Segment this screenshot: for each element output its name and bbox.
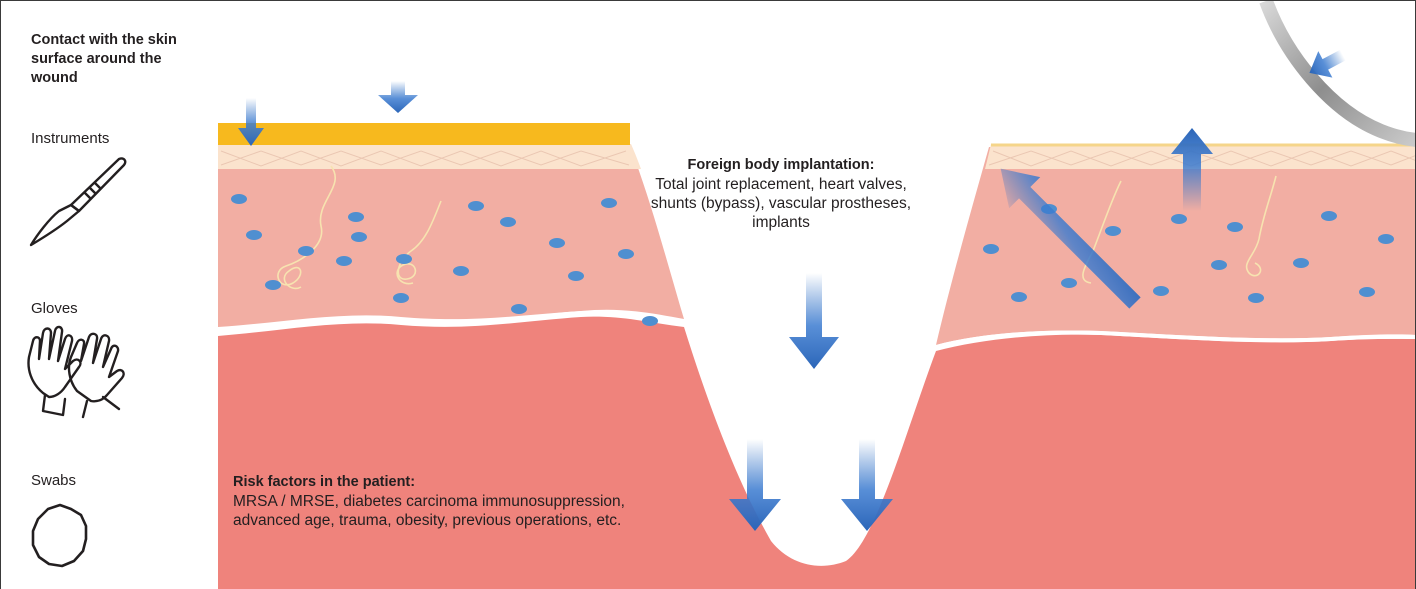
cell (1211, 260, 1227, 270)
sidebar-title: Contact with the skin surface around the… (31, 31, 201, 88)
foreign-body-callout: Foreign body implantation: Total joint r… (641, 155, 921, 232)
swabs-label: Swabs (31, 471, 76, 490)
cell (393, 293, 409, 303)
risk-factors-line: advanced age, trauma, obesity, previous … (233, 512, 621, 529)
risk-factors-title: Risk factors in the patient: (233, 474, 415, 490)
swab-icon (29, 501, 91, 571)
cell (1321, 211, 1337, 221)
risk-factors-line: MRSA / MRSE, diabetes carcinoma immunosu… (233, 493, 625, 510)
cell (549, 238, 565, 248)
cell (568, 271, 584, 281)
cell (396, 254, 412, 264)
foreign-body-title: Foreign body implantation: (688, 157, 875, 173)
cell (351, 232, 367, 242)
gloves-icon (21, 321, 131, 421)
cell (336, 256, 352, 266)
cell (500, 217, 516, 227)
instruments-label: Instruments (31, 129, 109, 148)
cell (1293, 258, 1309, 268)
cell (231, 194, 247, 204)
gloves-label: Gloves (31, 299, 78, 318)
down-arrow (378, 81, 418, 113)
foreign-body-line: implants (752, 214, 810, 231)
cell (642, 316, 658, 326)
epidermis-left (218, 144, 641, 169)
instrument-ring (1266, 1, 1416, 140)
cell (601, 198, 617, 208)
cell (265, 280, 281, 290)
cell (1248, 293, 1264, 303)
down-arrow (789, 273, 839, 369)
cell (511, 304, 527, 314)
scalpel-icon (27, 153, 131, 249)
cell (453, 266, 469, 276)
foreign-body-line: Total joint replacement, heart valves, (655, 176, 907, 193)
cell (298, 246, 314, 256)
cell (1171, 214, 1187, 224)
cell (468, 201, 484, 211)
cell (1227, 222, 1243, 232)
cell (348, 212, 364, 222)
cell (1105, 226, 1121, 236)
cell (246, 230, 262, 240)
cell (983, 244, 999, 254)
surgical-drape (218, 123, 630, 145)
cell (1011, 292, 1027, 302)
foreign-body-line: shunts (bypass), vascular prostheses, (651, 195, 911, 212)
cell (1061, 278, 1077, 288)
dermis-left (218, 149, 684, 327)
cell (1378, 234, 1394, 244)
cell (1153, 286, 1169, 296)
cell (1359, 287, 1375, 297)
risk-factors-callout: Risk factors in the patient: MRSA / MRSE… (233, 472, 693, 530)
cell (618, 249, 634, 259)
